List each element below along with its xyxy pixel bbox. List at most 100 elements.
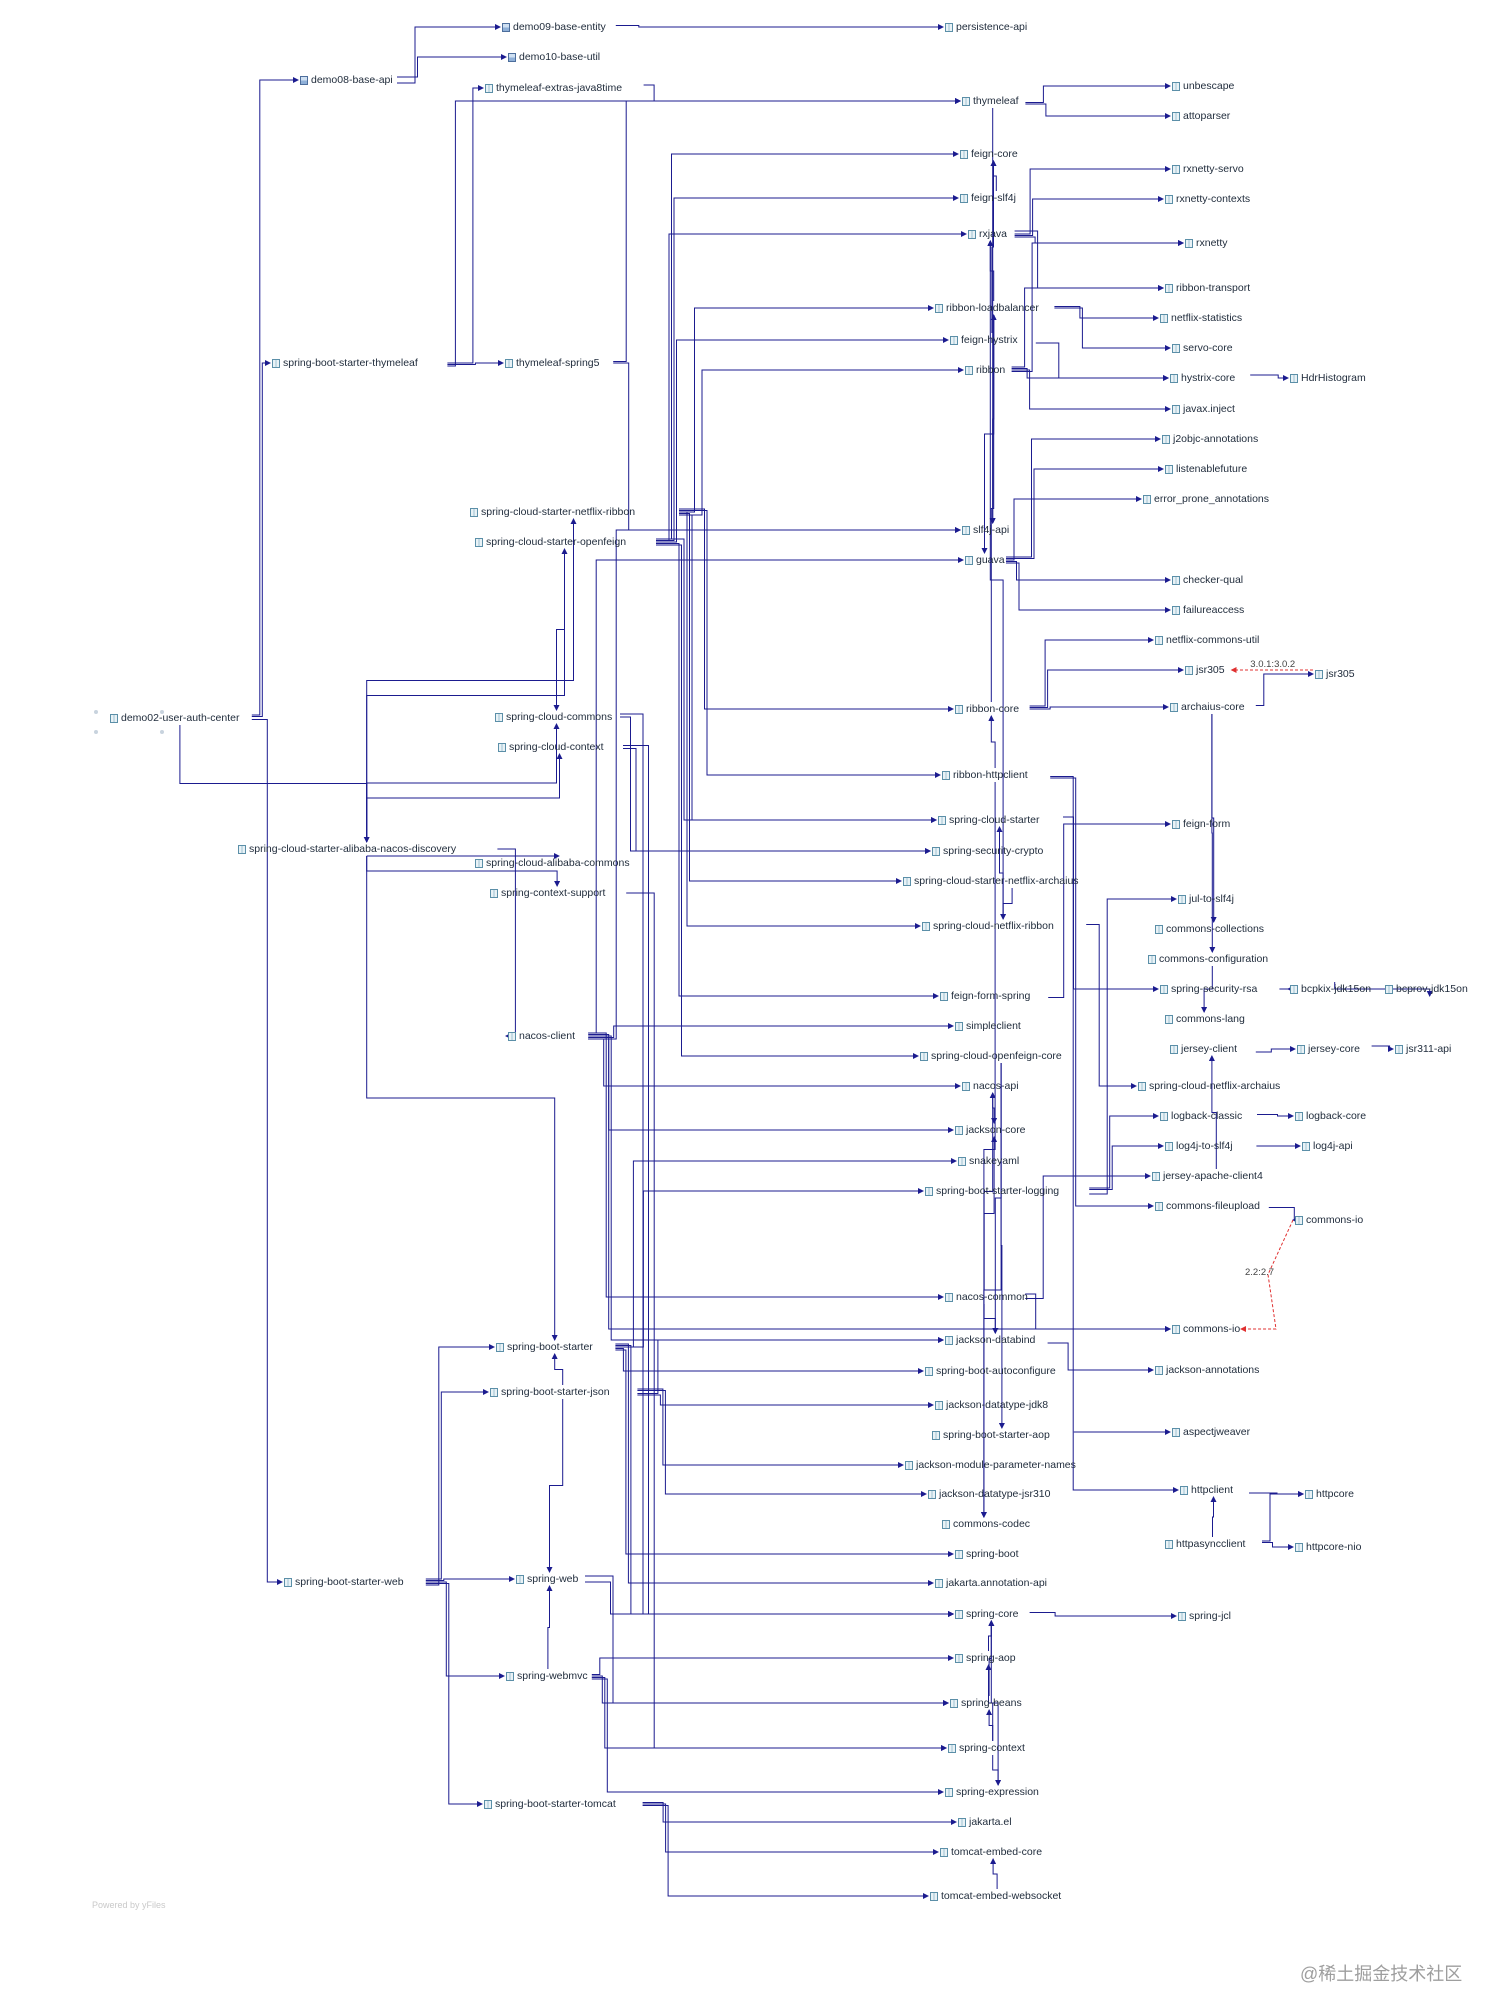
dependency-node[interactable]: attoparser — [1172, 109, 1230, 123]
dependency-node[interactable]: commons-codec — [942, 1517, 1030, 1531]
dependency-node[interactable]: ribbon-transport — [1165, 281, 1250, 295]
dependency-node[interactable]: spring-cloud-starter-alibaba-nacos-disco… — [238, 842, 456, 856]
dependency-node[interactable]: jersey-apache-client4 — [1152, 1169, 1263, 1183]
dependency-node[interactable]: spring-boot-starter-json — [490, 1385, 610, 1399]
dependency-node[interactable]: rxjava — [968, 227, 1007, 241]
dependency-node[interactable]: jersey-core — [1297, 1042, 1360, 1056]
dependency-node[interactable]: spring-aop — [955, 1651, 1016, 1665]
dependency-node[interactable]: jackson-module-parameter-names — [905, 1458, 1076, 1472]
dependency-node[interactable]: logback-core — [1295, 1109, 1366, 1123]
dependency-node[interactable]: aspectjweaver — [1172, 1425, 1250, 1439]
dependency-node[interactable]: jackson-databind — [945, 1333, 1035, 1347]
dependency-node[interactable]: jakarta.annotation-api — [935, 1576, 1047, 1590]
dependency-node[interactable]: j2objc-annotations — [1162, 432, 1258, 446]
dependency-node[interactable]: ribbon-core — [955, 702, 1019, 716]
dependency-node[interactable]: commons-fileupload — [1155, 1199, 1260, 1213]
dependency-node[interactable]: jul-to-slf4j — [1178, 892, 1234, 906]
dependency-node[interactable]: spring-security-crypto — [932, 844, 1043, 858]
dependency-node[interactable]: spring-boot-starter-thymeleaf — [272, 356, 418, 370]
dependency-node[interactable]: spring-cloud-context — [498, 740, 604, 754]
dependency-node[interactable]: spring-context-support — [490, 886, 605, 900]
dependency-node[interactable]: spring-cloud-netflix-archaius — [1138, 1079, 1280, 1093]
dependency-node[interactable]: slf4j-api — [962, 523, 1009, 537]
selection-handle[interactable] — [94, 730, 98, 734]
dependency-node[interactable]: feign-form-spring — [940, 989, 1030, 1003]
dependency-node[interactable]: jsr305 — [1185, 663, 1225, 677]
dependency-node[interactable]: snakeyaml — [958, 1154, 1019, 1168]
dependency-node[interactable]: nacos-api — [962, 1079, 1019, 1093]
dependency-node[interactable]: netflix-commons-util — [1155, 633, 1259, 647]
dependency-node[interactable]: jackson-datatype-jsr310 — [928, 1487, 1050, 1501]
dependency-node[interactable]: thymeleaf-spring5 — [505, 356, 599, 370]
selection-handle[interactable] — [160, 730, 164, 734]
dependency-node[interactable]: spring-core — [955, 1607, 1019, 1621]
dependency-node[interactable]: commons-io — [1172, 1322, 1240, 1336]
dependency-node[interactable]: spring-boot-starter-web — [284, 1575, 404, 1589]
dependency-node[interactable]: spring-jcl — [1178, 1609, 1231, 1623]
dependency-node[interactable]: unbescape — [1172, 79, 1234, 93]
dependency-node[interactable]: logback-classic — [1160, 1109, 1242, 1123]
dependency-node[interactable]: HdrHistogram — [1290, 371, 1366, 385]
root-node[interactable]: demo02-user-auth-center — [110, 711, 239, 725]
dependency-node[interactable]: bcpkix-jdk15on — [1290, 982, 1371, 996]
dependency-node[interactable]: httpasyncclient — [1165, 1537, 1245, 1551]
dependency-node[interactable]: netflix-statistics — [1160, 311, 1242, 325]
dependency-node[interactable]: javax.inject — [1172, 402, 1235, 416]
dependency-node[interactable]: spring-boot-starter-tomcat — [484, 1797, 616, 1811]
dependency-node[interactable]: spring-beans — [950, 1696, 1022, 1710]
dependency-node[interactable]: thymeleaf-extras-java8time — [485, 81, 622, 95]
dependency-node[interactable]: log4j-api — [1302, 1139, 1353, 1153]
dependency-node[interactable]: ribbon — [965, 363, 1005, 377]
dependency-node[interactable]: log4j-to-slf4j — [1165, 1139, 1233, 1153]
dependency-node[interactable]: jersey-client — [1170, 1042, 1237, 1056]
dependency-node[interactable]: feign-form — [1172, 817, 1230, 831]
dependency-node[interactable]: spring-cloud-commons — [495, 710, 612, 724]
dependency-node[interactable]: archaius-core — [1170, 700, 1245, 714]
dependency-node[interactable]: spring-web — [516, 1572, 578, 1586]
dependency-node[interactable]: spring-expression — [945, 1785, 1039, 1799]
dependency-node[interactable]: listenablefuture — [1165, 462, 1247, 476]
dependency-node[interactable]: jackson-datatype-jdk8 — [935, 1398, 1048, 1412]
dependency-node[interactable]: spring-webmvc — [506, 1669, 588, 1683]
dependency-node[interactable]: ribbon-loadbalancer — [935, 301, 1039, 315]
dependency-node[interactable]: commons-io — [1295, 1213, 1363, 1227]
dependency-node[interactable]: tomcat-embed-core — [940, 1845, 1042, 1859]
dependency-node[interactable]: tomcat-embed-websocket — [930, 1889, 1061, 1903]
dependency-node[interactable]: bcprov-jdk15on — [1385, 982, 1468, 996]
dependency-node[interactable]: error_prone_annotations — [1143, 492, 1269, 506]
dependency-node[interactable]: rxnetty — [1185, 236, 1228, 250]
dependency-node[interactable]: rxnetty-servo — [1172, 162, 1244, 176]
dependency-node[interactable]: failureaccess — [1172, 603, 1244, 617]
selection-handle[interactable] — [160, 710, 164, 714]
dependency-node[interactable]: servo-core — [1172, 341, 1233, 355]
dependency-node[interactable]: spring-boot-autoconfigure — [925, 1364, 1056, 1378]
dependency-node[interactable]: demo10-base-util — [508, 50, 600, 64]
dependency-node[interactable]: jsr305 — [1315, 667, 1355, 681]
dependency-node[interactable]: hystrix-core — [1170, 371, 1235, 385]
dependency-node[interactable]: jackson-annotations — [1155, 1363, 1259, 1377]
dependency-node[interactable]: spring-cloud-alibaba-commons — [475, 856, 630, 870]
dependency-node[interactable]: spring-cloud-starter-netflix-ribbon — [470, 505, 635, 519]
dependency-node[interactable]: spring-boot — [955, 1547, 1019, 1561]
dependency-node[interactable]: nacos-common — [945, 1290, 1028, 1304]
dependency-node[interactable]: thymeleaf — [962, 94, 1019, 108]
dependency-node[interactable]: commons-lang — [1165, 1012, 1245, 1026]
dependency-node[interactable]: feign-slf4j — [960, 191, 1016, 205]
dependency-node[interactable]: jackson-core — [955, 1123, 1026, 1137]
dependency-node[interactable]: feign-hystrix — [950, 333, 1018, 347]
dependency-node[interactable]: feign-core — [960, 147, 1018, 161]
dependency-node[interactable]: commons-configuration — [1148, 952, 1268, 966]
dependency-node[interactable]: spring-boot-starter-logging — [925, 1184, 1059, 1198]
dependency-node[interactable]: spring-cloud-starter — [938, 813, 1039, 827]
dependency-node[interactable]: spring-cloud-openfeign-core — [920, 1049, 1062, 1063]
dependency-node[interactable]: simpleclient — [955, 1019, 1021, 1033]
dependency-node[interactable]: jakarta.el — [958, 1815, 1012, 1829]
dependency-node[interactable]: spring-cloud-starter-netflix-archaius — [903, 874, 1079, 888]
dependency-node[interactable]: commons-collections — [1155, 922, 1264, 936]
dependency-node[interactable]: jsr311-api — [1395, 1042, 1451, 1056]
dependency-node[interactable]: spring-cloud-netflix-ribbon — [922, 919, 1054, 933]
selection-handle[interactable] — [94, 710, 98, 714]
dependency-node[interactable]: demo08-base-api — [300, 73, 393, 87]
dependency-node[interactable]: httpclient — [1180, 1483, 1233, 1497]
dependency-node[interactable]: spring-boot-starter — [496, 1340, 593, 1354]
